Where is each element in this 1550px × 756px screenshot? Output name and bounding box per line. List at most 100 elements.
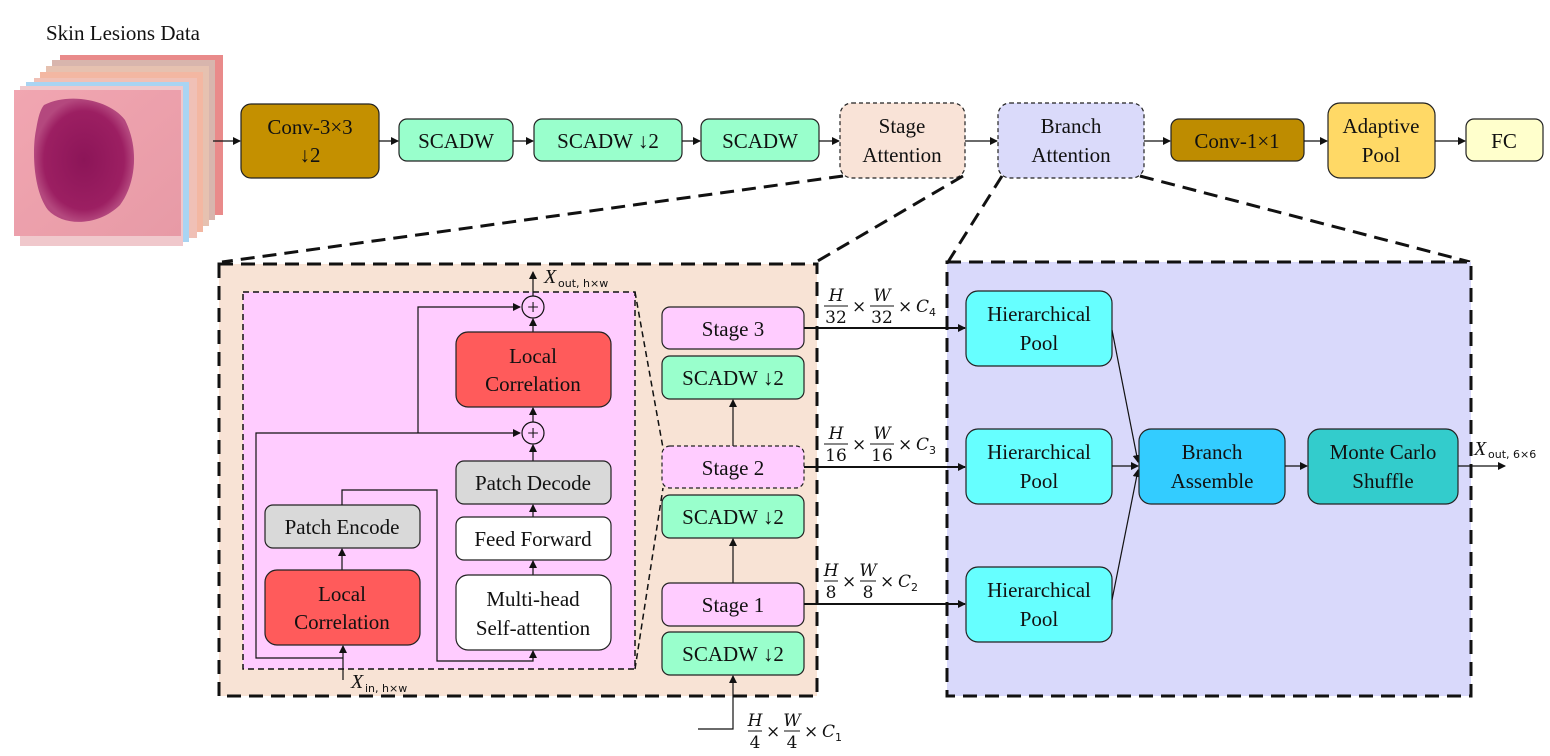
scadw-stage1-block[interactable]: SCADW ↓2 — [661, 631, 805, 676]
scadw-block-2[interactable]: SCADW — [700, 118, 820, 162]
fc-block[interactable]: FC — [1465, 118, 1544, 162]
times-sign: × — [898, 297, 912, 317]
branch-attention-block[interactable]: Branch Attention — [997, 102, 1145, 179]
adaptive-pool-block[interactable]: Adaptive Pool — [1327, 102, 1436, 179]
fraction-numerator: W — [873, 286, 892, 306]
add-node-mid: + — [521, 421, 545, 445]
svg-text:Stage 3: Stage 3 — [702, 317, 764, 341]
times-sign: × — [852, 297, 866, 317]
conv3x3-block[interactable]: Conv-3×3 ↓2 — [240, 103, 380, 179]
svg-text:Stage 1: Stage 1 — [702, 593, 764, 617]
zoom-connector — [221, 174, 844, 264]
svg-text:SCADW ↓2: SCADW ↓2 — [682, 642, 784, 666]
local-correlation-block-top[interactable]: Local Correlation — [455, 331, 612, 408]
stage-1-block[interactable]: Stage 1 — [661, 582, 805, 627]
fraction-numerator: H — [828, 424, 845, 444]
monte-carlo-shuffle-block[interactable]: Monte Carlo Shuffle — [1307, 428, 1459, 505]
svg-text:out, 6×6: out, 6×6 — [1488, 448, 1536, 461]
fc-label: FC — [1491, 129, 1517, 153]
fraction-denominator: 8 — [863, 583, 874, 603]
stage-attention-label-2: Attention — [862, 143, 942, 167]
svg-text:Pool: Pool — [1020, 469, 1059, 493]
svg-text:+: + — [527, 295, 539, 319]
zoom-connector — [1139, 174, 1471, 264]
svg-text:Stage 2: Stage 2 — [702, 456, 764, 480]
zoom-connector — [815, 174, 964, 264]
conv3x3-label: Conv-3×3 — [267, 115, 352, 139]
channel-symbol: C — [916, 435, 929, 455]
x-in-hw-label: X in, h×w — [350, 671, 407, 695]
channel-symbol: C — [822, 722, 835, 742]
stage-attention-panel-border — [217, 262, 819, 698]
svg-text:X: X — [350, 671, 364, 693]
skin-lesion-image-stack — [14, 55, 223, 246]
channel-subscript: 3 — [929, 444, 936, 457]
branch-assemble-block[interactable]: Branch Assemble — [1138, 428, 1286, 505]
x-out-6x6-label: X out, 6×6 — [1473, 438, 1536, 461]
fraction-denominator: 16 — [871, 446, 893, 466]
svg-text:Hierarchical: Hierarchical — [987, 440, 1091, 464]
svg-text:Patch Decode: Patch Decode — [475, 471, 591, 495]
patch-encode-block[interactable]: Patch Encode — [264, 504, 421, 549]
scadw-block-1[interactable]: SCADW — [398, 118, 514, 162]
hierarchical-pool-block-2[interactable]: Hierarchical Pool — [965, 428, 1113, 505]
svg-text:Hierarchical: Hierarchical — [987, 302, 1091, 326]
times-sign: × — [804, 722, 818, 742]
svg-text:Monte Carlo: Monte Carlo — [1330, 440, 1437, 464]
channel-symbol: C — [898, 572, 911, 592]
hierarchical-pool-block-1[interactable]: Hierarchical Pool — [965, 290, 1113, 367]
fraction-numerator: W — [859, 561, 878, 581]
scadw-stage2-block[interactable]: SCADW ↓2 — [661, 494, 805, 539]
svg-text:Branch: Branch — [1182, 440, 1243, 464]
svg-text:Local: Local — [509, 344, 557, 368]
add-node-top: + — [521, 295, 545, 319]
fraction-numerator: H — [823, 561, 840, 581]
local-correlation-block-bottom[interactable]: Local Correlation — [264, 569, 421, 646]
hierarchical-pool-block-3[interactable]: Hierarchical Pool — [965, 566, 1113, 643]
svg-text:Shuffle: Shuffle — [1352, 469, 1413, 493]
stage-3-block[interactable]: Stage 3 — [661, 306, 805, 350]
scadw-downsample-block[interactable]: SCADW ↓2 — [533, 118, 683, 162]
channel-subscript: 4 — [929, 306, 936, 319]
times-sign: × — [766, 722, 780, 742]
svg-text:Correlation: Correlation — [294, 610, 390, 634]
svg-text:Pool: Pool — [1020, 331, 1059, 355]
feed-forward-block[interactable]: Feed Forward — [455, 516, 612, 561]
fraction-denominator: 16 — [825, 446, 847, 466]
patch-decode-block[interactable]: Patch Decode — [455, 460, 612, 505]
svg-text:out, h×w: out, h×w — [558, 277, 608, 290]
x-out-hw-label: X out, h×w — [543, 266, 608, 290]
times-sign: × — [880, 572, 894, 592]
svg-text:Patch Encode: Patch Encode — [285, 515, 400, 539]
svg-text:+: + — [527, 421, 539, 445]
fraction-numerator: W — [873, 424, 892, 444]
fraction-numerator: H — [747, 711, 764, 731]
scadw-stage3-block[interactable]: SCADW ↓2 — [661, 355, 805, 400]
svg-text:in, h×w: in, h×w — [365, 682, 407, 695]
svg-text:Pool: Pool — [1020, 607, 1059, 631]
adaptive-pool-label-2: Pool — [1362, 143, 1401, 167]
svg-text:Correlation: Correlation — [485, 372, 581, 396]
svg-text:SCADW ↓2: SCADW ↓2 — [682, 366, 784, 390]
channel-subscript: 2 — [911, 581, 918, 594]
channel-symbol: C — [916, 297, 929, 317]
svg-text:Multi-head: Multi-head — [486, 587, 580, 611]
conv3x3-stride-label: ↓2 — [300, 143, 321, 167]
times-sign: × — [852, 435, 866, 455]
multi-head-self-attention-block[interactable]: Multi-head Self-attention — [455, 574, 612, 651]
scadw-downsample-label: SCADW ↓2 — [557, 129, 659, 153]
fraction-numerator: W — [783, 711, 802, 731]
fraction-numerator: H — [828, 286, 845, 306]
svg-text:X: X — [543, 266, 557, 288]
conv1x1-block[interactable]: Conv-1×1 — [1170, 118, 1305, 162]
stage-attention-block[interactable]: Stage Attention — [839, 102, 966, 179]
zoom-connector — [946, 175, 1004, 263]
branch-attention-panel-border — [945, 260, 1473, 698]
fraction-denominator: 8 — [826, 583, 837, 603]
fraction-denominator: 32 — [871, 308, 893, 328]
stage-2-block[interactable]: Stage 2 — [661, 445, 805, 489]
